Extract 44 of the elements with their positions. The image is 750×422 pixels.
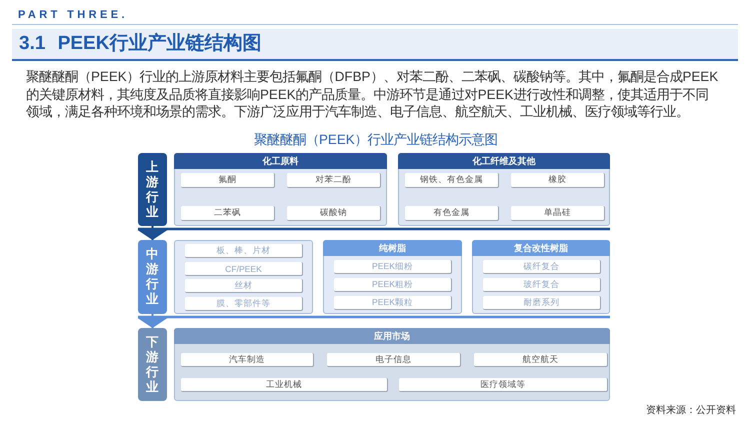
- panel-header: 纯树脂: [323, 240, 462, 256]
- panel-header: 应用市场: [174, 328, 610, 344]
- item-card: 钢铁、有色金属: [405, 173, 499, 188]
- item-card: 电子信息: [327, 353, 461, 367]
- group-panel: [174, 153, 387, 226]
- item-card: 碳酸钠: [287, 206, 381, 221]
- diagram-title: 聚醚醚酮（PEEK）行业产业链结构示意图: [254, 131, 496, 148]
- group-panel: [323, 240, 462, 314]
- item-card: PEEK粗粉: [334, 278, 452, 292]
- tier-label: 下游行业: [138, 328, 167, 401]
- item-card: 航空航天: [474, 353, 608, 367]
- item-card: 二苯砜: [181, 206, 275, 221]
- item-card: 碳纤复合: [483, 260, 601, 274]
- item-card: 汽车制造: [181, 353, 314, 367]
- item-card: 氟酮: [181, 173, 275, 188]
- section-heading: 3.1 PEEK行业产业链结构图: [12, 29, 738, 61]
- item-card: 单晶硅: [511, 206, 605, 221]
- item-card: PEEK细粉: [334, 260, 452, 274]
- item-card: CF/PEEK: [185, 262, 303, 276]
- group-panel: [398, 153, 610, 226]
- item-card: 橡胶: [511, 173, 605, 188]
- panel-header: 复合改性树脂: [472, 240, 610, 256]
- item-card: 丝材: [185, 279, 303, 293]
- item-card: PEEK颗粒: [334, 296, 452, 310]
- section-label: PART THREE.: [18, 9, 128, 22]
- item-card: 工业机械: [181, 378, 388, 392]
- group-panel: [472, 240, 610, 314]
- intro-paragraph: 聚醚醚酮（PEEK）行业的上游原材料主要包括氟酮（DFBP）、对苯二酚、二苯砜、碳酸钠等。其中，氟酮是合成PEEK的关键原材料，其纯度及品质将直接影响PEEK的产品质量。中游环节是通过对PEEK进行改性和调整，使其适用于不同领域，满足各种环境和场景的需求。下游广泛应用于汽车制造、电子信息、航空航天、工业机械、医疗领域等行业。: [26, 68, 720, 121]
- item-card: 耐磨系列: [483, 296, 601, 310]
- item-card: 玻纤复合: [483, 278, 601, 292]
- item-card: 板、棒、片材: [185, 244, 303, 258]
- group-panel: [174, 328, 610, 401]
- tier-label: 中游行业: [138, 240, 167, 314]
- chevron-arrow: [138, 314, 168, 328]
- item-card: 对苯二酚: [287, 173, 381, 188]
- tier-label: 上游行业: [138, 153, 167, 226]
- group-panel: [174, 240, 313, 314]
- source-note: 资料来源：公开资料: [646, 404, 736, 417]
- item-card: 膜、零部件等: [185, 297, 303, 311]
- panel-header: 化工纤维及其他: [398, 153, 610, 169]
- panel-header: 化工原料: [174, 153, 387, 169]
- chevron-arrow: [138, 226, 168, 240]
- item-card: 医疗领域等: [399, 378, 608, 392]
- item-card: 有色金属: [405, 206, 499, 221]
